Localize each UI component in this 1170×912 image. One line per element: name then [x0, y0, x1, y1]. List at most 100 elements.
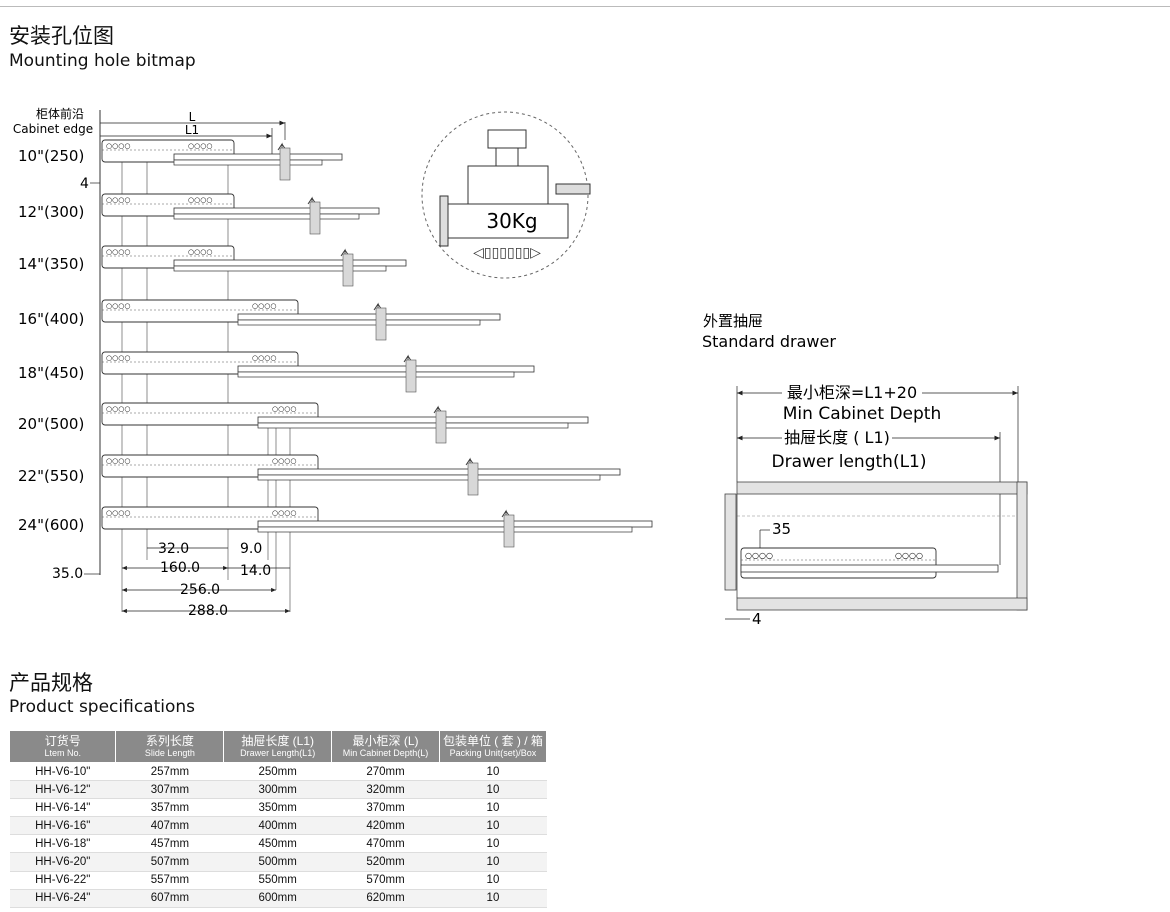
- lift-arrow-icon: [503, 514, 515, 548]
- weight-stem: [495, 147, 519, 167]
- cell: 520mm: [331, 852, 440, 872]
- drawer-front: [439, 195, 449, 247]
- dim-256: 256.0: [180, 582, 220, 598]
- cell: 600mm: [223, 889, 332, 908]
- cell: 470mm: [331, 834, 440, 854]
- slide-rail: [173, 259, 407, 267]
- slide-inner-rail: [173, 265, 387, 272]
- cabinet-edge-label-en: Cabinet edge: [13, 122, 93, 136]
- cell: HH-V6-22": [9, 871, 116, 890]
- holes-icon: ○○○○: [895, 551, 923, 560]
- size-label: 18"(450): [18, 364, 84, 382]
- push-pull-arrow-icon: ◁▯▯▯▯▯▯▷: [473, 245, 541, 261]
- slide-inner-rail: [257, 526, 633, 533]
- cabinet-edge-label-cn: 柜体前沿: [36, 106, 84, 121]
- size-label: 22"(550): [18, 467, 84, 485]
- label-bg: [782, 428, 892, 444]
- size-label: 14"(350): [18, 255, 84, 273]
- drawer-len-en: Drawer length(L1): [772, 452, 927, 472]
- cell: HH-V6-12": [9, 780, 116, 800]
- holes-icon: ○○○○: [272, 509, 296, 517]
- holes-icon: ○○○○: [272, 405, 296, 413]
- dim-288: 288.0: [188, 603, 228, 619]
- mounting-title-cn: 安装孔位图: [9, 24, 114, 48]
- offset-4-label: 4: [80, 176, 89, 192]
- holes-icon: ○○○○: [106, 196, 130, 204]
- holes-icon: ○○○○: [252, 302, 276, 310]
- holes-icon: ○○○○: [106, 457, 130, 465]
- size-label: 10"(250): [18, 147, 84, 165]
- cell: 607mm: [115, 889, 224, 908]
- cell: HH-V6-14": [9, 798, 116, 818]
- holes-icon: ○○○○: [106, 405, 130, 413]
- cell: 457mm: [115, 834, 224, 854]
- drawer-title-en: Standard drawer: [702, 332, 836, 351]
- dim-label-L1: L1: [185, 123, 199, 137]
- cell: 500mm: [223, 852, 332, 872]
- lift-arrow-icon: [375, 307, 387, 341]
- drawer-len-cn: 抽屉长度 ( L1): [784, 428, 890, 447]
- slide-rail: [237, 313, 501, 321]
- weight-block: [467, 165, 549, 205]
- size-label: 20"(500): [18, 415, 84, 433]
- lift-arrow-icon: [435, 410, 447, 444]
- cell: 357mm: [115, 798, 224, 818]
- cell: 407mm: [115, 816, 224, 836]
- cell: HH-V6-18": [9, 834, 116, 854]
- slide-inner-rail: [257, 422, 569, 429]
- load-label: 30Kg: [486, 209, 537, 233]
- dim-32: 32.0: [158, 541, 189, 557]
- cell: 250mm: [223, 762, 332, 782]
- min-depth-en: Min Cabinet Depth: [783, 404, 941, 424]
- slide-rail: [237, 365, 535, 373]
- col-header: 抽屉长度 (L1)Drawer Length(L1): [223, 730, 333, 763]
- load-platform: [445, 203, 569, 239]
- holes-icon: ○○○○: [252, 354, 276, 362]
- size-label: 24"(600): [18, 516, 84, 534]
- slide-inner-rail: [237, 319, 481, 326]
- cell: 10: [439, 780, 547, 800]
- cell: 257mm: [115, 762, 224, 782]
- cabinet-back: [1016, 481, 1028, 611]
- load-test-illustration: 30Kg ◁▯▯▯▯▯▯▷: [421, 111, 591, 279]
- slide-drawings: ○○○○ ○○○○ ○○○○ ○○○○ ○○○○ ○○○○ ○○○○ ○○○○ ○○○○ ○○○○…: [101, 139, 653, 548]
- drawer-front-panel: [724, 493, 737, 591]
- cell: 420mm: [331, 816, 440, 836]
- drawer-dim-4: 4: [752, 610, 762, 628]
- holes-icon: ○○○○: [188, 142, 212, 150]
- slide-rail: [257, 416, 589, 424]
- cell: 10: [439, 834, 547, 854]
- cell: 10: [439, 798, 547, 818]
- holes-icon: ○○○○: [106, 142, 130, 150]
- holes-icon: ○○○○: [188, 196, 212, 204]
- cell: 10: [439, 889, 547, 908]
- drawer-title-cn: 外置抽屉: [703, 312, 763, 330]
- drawer-slide-rail: [740, 564, 999, 573]
- dim-9: 9.0: [240, 541, 262, 557]
- cell: 550mm: [223, 871, 332, 890]
- lift-arrow-icon: [279, 147, 291, 181]
- cell: HH-V6-16": [9, 816, 116, 836]
- cell: 10: [439, 852, 547, 872]
- top-divider: [0, 6, 1170, 7]
- slide-inner-rail: [173, 159, 323, 166]
- cell: HH-V6-24": [9, 889, 116, 908]
- slide-end: [555, 183, 591, 195]
- cell: 557mm: [115, 871, 224, 890]
- lift-arrow-icon: [342, 253, 354, 287]
- lift-arrow-icon: [309, 201, 321, 235]
- cell: 270mm: [331, 762, 440, 782]
- label-bg: [782, 383, 922, 399]
- cell: HH-V6-10": [9, 762, 116, 782]
- dim-35: 35.0: [52, 566, 83, 582]
